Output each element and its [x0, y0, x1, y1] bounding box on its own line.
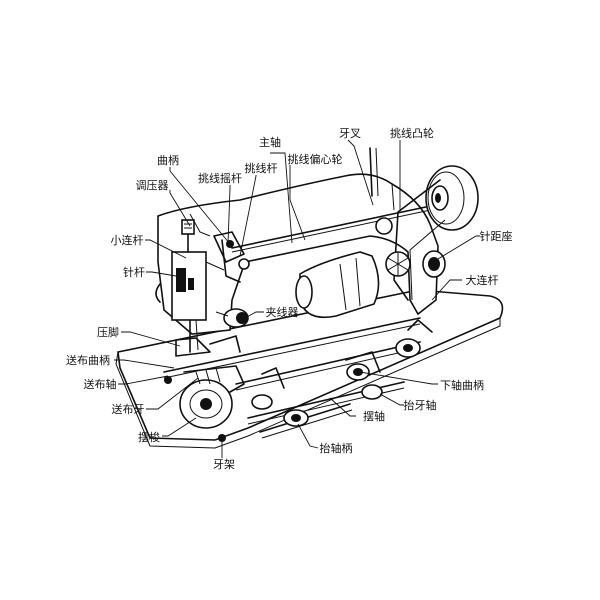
hand-wheel [425, 165, 479, 231]
label-tiaoxian-tulun: 挑线凸轮 [390, 126, 434, 140]
label-yacha: 牙叉 [339, 127, 361, 140]
leader-yacha [347, 139, 374, 206]
stitch-regulator [422, 250, 446, 278]
label-tiaoxian-pianxinlun: 挑线偏心轮 [288, 152, 343, 166]
label-dalian-gan: 大连杆 [466, 273, 499, 287]
label-songbu-qubing: 送布曲柄 [66, 353, 110, 367]
label-zhengan: 针杆 [123, 265, 145, 279]
label-baizhou: 摆轴 [363, 409, 385, 423]
label-taizhoubing: 抬轴柄 [320, 441, 353, 455]
leader-songbuya [146, 377, 199, 410]
label-yajia: 牙架 [213, 458, 235, 471]
label-zhenjuzuo: 针距座 [480, 229, 513, 243]
eccentric-gear [375, 217, 411, 277]
leader-xiazhou-qubing [359, 371, 438, 385]
leader-yajiao [121, 331, 181, 347]
label-zhuzhou: 主轴 [259, 135, 281, 149]
fork-rod [369, 147, 373, 197]
leader-songbuzhou [118, 375, 169, 385]
leader-tiaoyaqi [169, 190, 191, 227]
label-tiaoxian-yaogan: 挑线摇杆 [198, 171, 242, 185]
leader-baisuo [162, 417, 197, 437]
presser-foot [175, 335, 241, 357]
lower-cranks [251, 319, 433, 427]
label-tiaoxian-gan: 挑线杆 [245, 161, 278, 175]
leader-qubing [169, 167, 231, 245]
arm-housing [157, 173, 439, 335]
leader-tiaoxian-pianxinlun [289, 165, 306, 241]
leader-xiaolian-gan [145, 239, 187, 259]
label-yajiao: 压脚 [97, 325, 119, 339]
label-qubing: 曲柄 [157, 154, 179, 167]
leader-tiaoxian-gan [239, 175, 257, 257]
label-baisuo: 摆梭 [138, 430, 160, 444]
label-xiazhou-qubing: 下轴曲柄 [440, 378, 484, 392]
main-shaft [231, 203, 441, 249]
label-songbuya: 送布牙 [112, 402, 145, 416]
label-tiaoyaqi: 调压器 [136, 179, 169, 192]
leader-lines [114, 139, 480, 458]
needle-head [155, 219, 207, 353]
leader-songbu-qubing [114, 359, 175, 369]
leader-zhuzhou [270, 152, 293, 244]
take-up-assembly [205, 231, 250, 283]
label-taiyazhou: 抬牙轴 [404, 398, 437, 412]
thread-tension [215, 308, 249, 328]
leader-tiaoxian-yaogan [227, 185, 231, 245]
leader-taizhoubing [297, 423, 319, 449]
leader-jiaxianqi [244, 311, 264, 319]
winder-cylinder [295, 251, 380, 319]
leader-taiyazhou [379, 393, 404, 406]
leader-zhenjuzuo [432, 235, 480, 263]
label-songbuzhou: 送布轴 [84, 377, 117, 391]
leader-zhengan [146, 271, 177, 277]
leader-dalian-gan [431, 279, 462, 301]
machine-drawing [115, 147, 504, 449]
hook-assembly [164, 365, 245, 442]
label-jiaxianqi: 夹线器 [266, 305, 299, 319]
label-xiaolian-gan: 小连杆 [111, 233, 144, 247]
belt [393, 179, 441, 301]
leader-baizhou [329, 397, 356, 417]
labels: 主轴 牙叉 挑线凸轮 曲柄 挑线摇杆 挑线杆 挑线偏心轮 调压器 针距座 小连杆… [66, 126, 513, 471]
